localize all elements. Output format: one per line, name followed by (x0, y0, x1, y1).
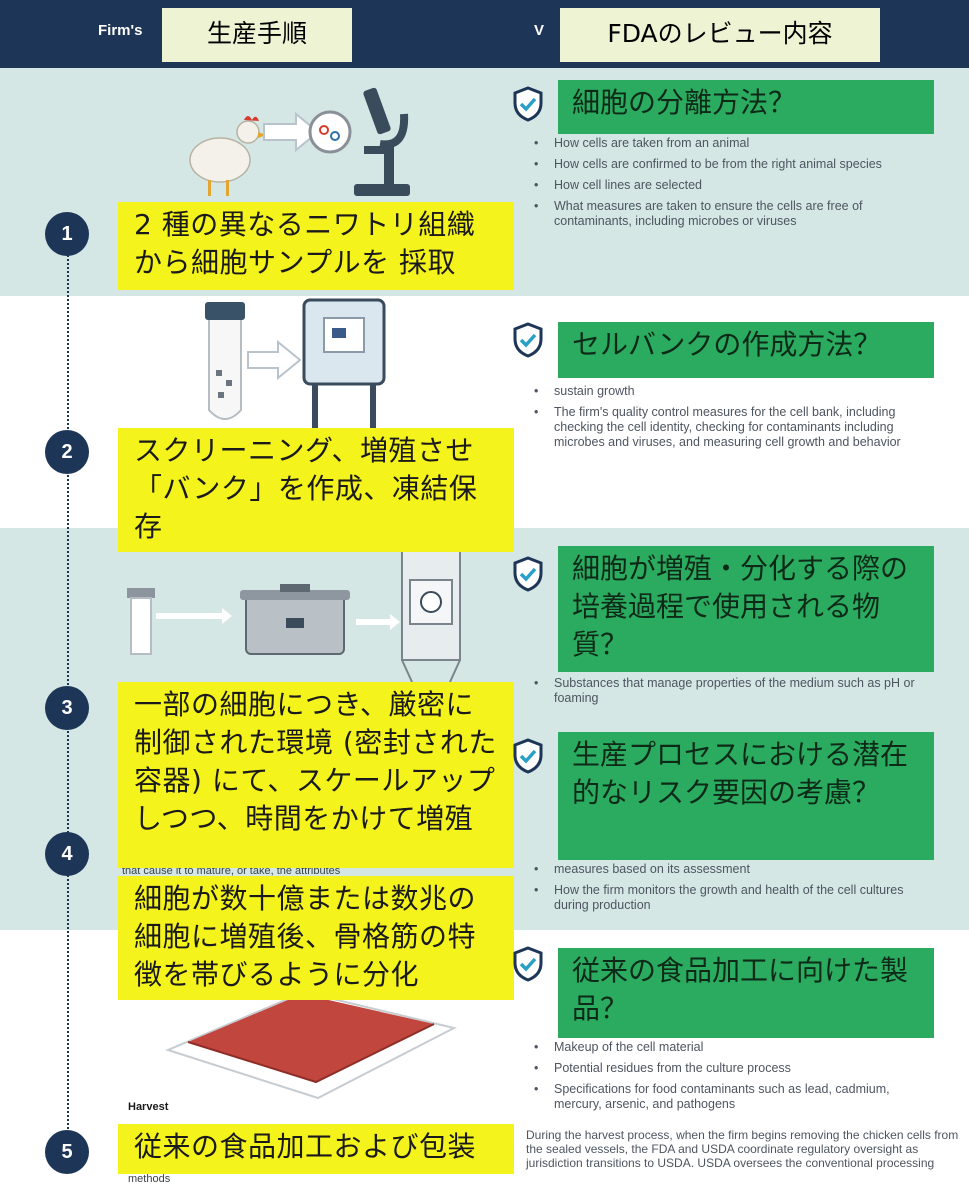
list-item: Substances that manage properties of the… (528, 676, 938, 706)
incubator-icon (302, 298, 386, 434)
harvest-partial-label: Harvest (128, 1101, 169, 1113)
step-caption-5: 従来の食品加工および包装 (118, 1124, 514, 1174)
list-item: Specifications for food contaminants suc… (528, 1082, 938, 1112)
step-caption-2: スクリーニング、増殖させ「バンク」を作成、凍結保存 (118, 428, 514, 552)
step5-partial-text: methods (128, 1173, 171, 1185)
step-caption-3: 一部の細胞につき、厳密に制御された環境 (密封された容器) にて、スケールアップ… (118, 682, 514, 868)
sample-dish-icon (308, 110, 352, 154)
bioreactor-tank-icon (240, 584, 350, 655)
header-right-partial: V (534, 22, 545, 39)
bioreactor-icon (401, 541, 461, 683)
shield-check-icon-5 (513, 946, 543, 982)
arrow-right-icon-3 (156, 608, 232, 624)
arrow-right-icon-2 (247, 340, 302, 380)
step-caption-1: 2 種の異なるニワトリ組織から細胞サンプルを 採取 (118, 202, 514, 290)
list-item: How cells are confirmed to be from the r… (528, 157, 938, 172)
review-label-3: 細胞が増殖・分化する際の培養過程で使用される物質？ (558, 546, 934, 672)
step-number-1: 1 (45, 212, 89, 256)
step-number-2: 2 (45, 430, 89, 474)
step-caption-4: 細胞が数十億または数兆の細胞に増殖後、骨格筋の特徴を帯びるように分化 (118, 876, 514, 1000)
test-tube-icon (205, 302, 245, 420)
arrow-right-icon-4 (356, 614, 400, 630)
step-number-3: 3 (45, 686, 89, 730)
list-item: measures based on its assessment (528, 862, 938, 877)
header-production-steps: 生産手順 (162, 8, 352, 62)
list-item: What measures are taken to ensure the ce… (528, 199, 938, 229)
step-number-4: 4 (45, 832, 89, 876)
list-item: Potential residues from the culture proc… (528, 1061, 938, 1076)
review-list-2: sustain growth The firm's quality contro… (528, 384, 938, 456)
review-list-5: Makeup of the cell material Potential re… (528, 1040, 938, 1118)
list-item: How the firm monitors the growth and hea… (528, 883, 938, 913)
list-item: How cell lines are selected (528, 178, 938, 193)
header-left-partial: Firm's (98, 22, 143, 39)
microscope-icon (354, 87, 410, 196)
harvest-paragraph: During the harvest process, when the fir… (526, 1128, 959, 1170)
review-list-3: Substances that manage properties of the… (528, 676, 938, 712)
list-item: How cells are taken from an animal (528, 136, 938, 151)
shield-check-icon-3 (513, 556, 543, 592)
meat-tray-icon (165, 990, 457, 1100)
chicken-icon (189, 116, 266, 196)
review-label-5: 従来の食品加工に向けた製品？ (558, 948, 934, 1038)
step4-partial-text: that cause it to mature, or take, the at… (122, 865, 341, 877)
review-list-4: measures based on its assessment How the… (528, 862, 938, 919)
step-number-5: 5 (45, 1130, 89, 1174)
header-fda-review: FDAのレビュー内容 (560, 8, 880, 62)
review-label-1: 細胞の分離方法？ (558, 80, 934, 134)
list-item: The firm's quality control measures for … (528, 405, 938, 450)
arrow-right-icon (263, 112, 320, 152)
vial-icon (127, 588, 155, 655)
review-label-2: セルバンクの作成方法？ (558, 322, 934, 378)
review-list-1: How cells are taken from an animal How c… (528, 136, 938, 235)
list-item: Makeup of the cell material (528, 1040, 938, 1055)
list-item: sustain growth (528, 384, 938, 399)
shield-check-icon-1 (513, 86, 543, 122)
shield-check-icon-2 (513, 322, 543, 358)
review-label-4: 生産プロセスにおける潜在的なリスク要因の考慮？ (558, 732, 934, 860)
shield-check-icon-4 (513, 738, 543, 774)
